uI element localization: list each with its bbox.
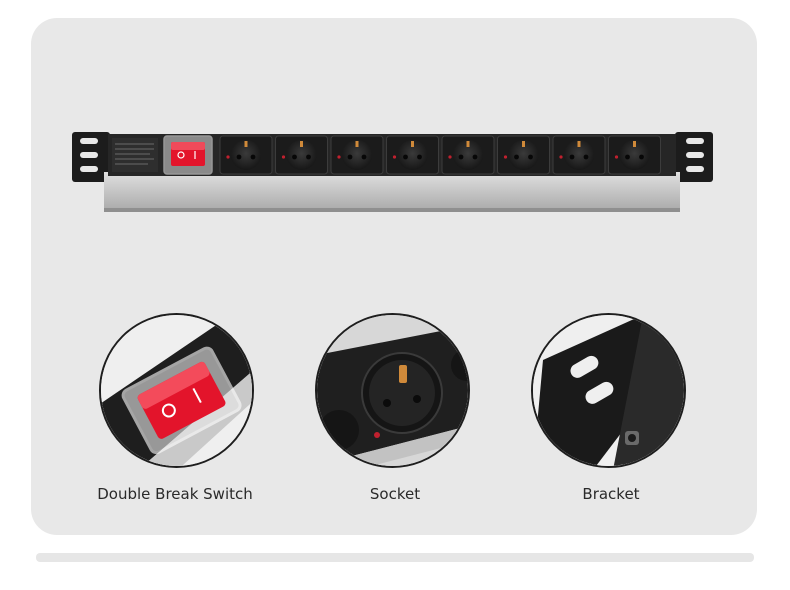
socket-outlet xyxy=(441,135,495,175)
socket-outlet xyxy=(275,135,328,175)
pdu-body xyxy=(104,172,680,212)
caption-bracket: Bracket xyxy=(582,485,640,503)
caption-switch: Double Break Switch xyxy=(97,485,253,503)
switch-zoom-circle xyxy=(99,313,254,468)
socket-outlet xyxy=(330,135,384,175)
bottom-divider xyxy=(36,553,754,562)
right-bracket xyxy=(675,132,713,182)
bracket-zoom-circle xyxy=(531,313,686,468)
rocker-switch xyxy=(163,135,213,175)
socket-outlet xyxy=(608,135,661,175)
caption-socket: Socket xyxy=(369,485,421,503)
socket-zoom-circle xyxy=(315,313,470,468)
socket-outlet xyxy=(386,135,439,175)
socket-outlet xyxy=(552,135,606,175)
socket-outlet xyxy=(497,135,550,175)
pdu-power-strip xyxy=(70,128,720,218)
socket-outlet xyxy=(219,135,273,175)
spec-label xyxy=(112,138,158,172)
left-bracket xyxy=(72,132,110,182)
